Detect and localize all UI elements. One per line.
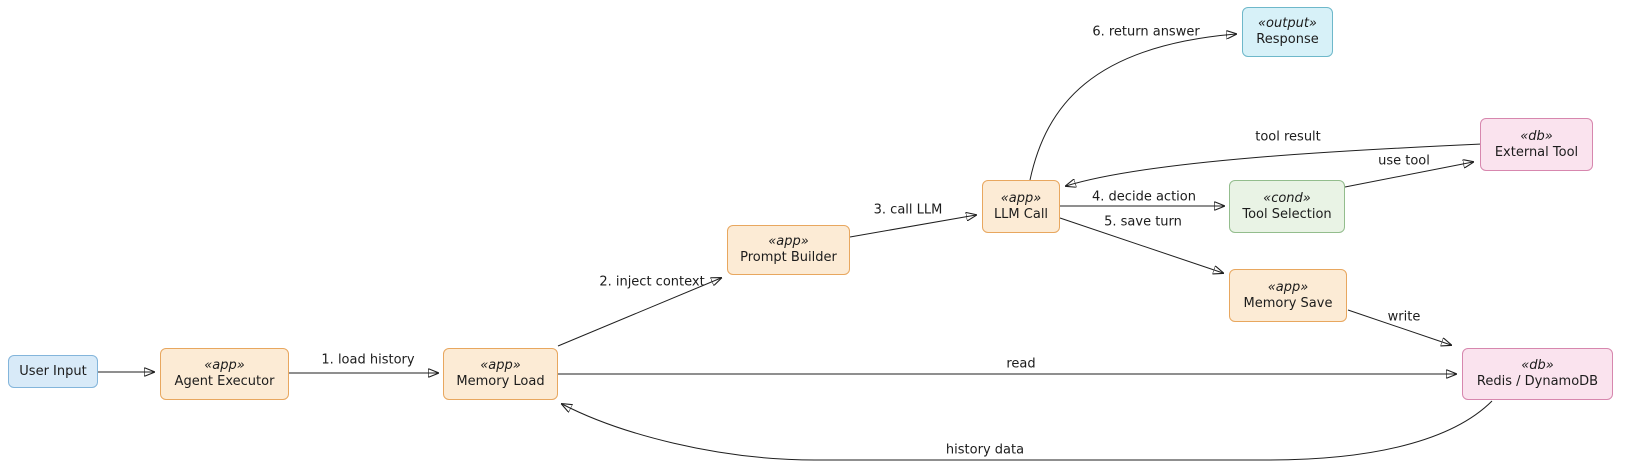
edge-label-call-llm: 3. call LLM	[873, 202, 943, 218]
node-label: Memory Save	[1243, 295, 1333, 311]
node-label: External Tool	[1494, 144, 1579, 160]
node-label: Tool Selection	[1242, 206, 1332, 222]
edge-label-inject-context: 2. inject context	[599, 274, 705, 290]
node-label: Prompt Builder	[740, 250, 837, 265]
node-label: Agent Executor	[174, 374, 275, 389]
node-stereotype: «cond»	[1263, 190, 1311, 206]
node-stereotype: «output»	[1258, 16, 1317, 31]
edge-history-data	[562, 400, 1493, 461]
edge-inject-context	[557, 278, 721, 347]
node-user-input: User Input	[8, 355, 98, 388]
node-label: Redis / DynamoDB	[1476, 374, 1599, 389]
edge-return-answer	[1029, 34, 1236, 181]
node-memory-load: «app» Memory Load	[443, 348, 558, 400]
node-stereotype: «app»	[480, 358, 521, 373]
node-label: User Input	[19, 363, 87, 379]
edge-label-history-data: history data	[945, 442, 1025, 458]
node-stereotype: «app»	[204, 358, 245, 373]
node-stereotype: «db»	[1520, 128, 1553, 144]
node-stereotype: «app»	[1000, 190, 1042, 206]
edge-label-read: read	[1006, 356, 1036, 372]
node-external-tool: «db» External Tool	[1480, 118, 1593, 171]
edge-label-decide-action: 4. decide action	[1092, 189, 1196, 205]
node-label: Response	[1256, 32, 1319, 47]
node-llm-call: «app» LLM Call	[982, 180, 1060, 233]
node-tool-selection: «cond» Tool Selection	[1229, 180, 1345, 233]
node-redis-dynamodb: «db» Redis / DynamoDB	[1462, 348, 1613, 400]
edge-call-llm	[849, 215, 976, 238]
edge-write	[1347, 309, 1451, 345]
edge-save-turn	[1059, 217, 1223, 273]
node-label: Memory Load	[456, 374, 545, 389]
node-prompt-builder: «app» Prompt Builder	[727, 225, 850, 275]
edge-label-load-history: 1. load history	[321, 352, 415, 368]
edge-use-tool	[1344, 162, 1473, 188]
node-stereotype: «db»	[1521, 358, 1554, 373]
node-memory-save: «app» Memory Save	[1229, 269, 1347, 322]
edge-label-use-tool: use tool	[1378, 153, 1430, 169]
edge-label-return-answer: 6. return answer	[1092, 24, 1200, 40]
edge-label-tool-result: tool result	[1255, 129, 1321, 145]
edge-tool-result	[1066, 143, 1483, 186]
edge-label-save-turn: 5. save turn	[1104, 214, 1182, 230]
node-response: «output» Response	[1242, 7, 1333, 57]
node-agent-executor: «app» Agent Executor	[160, 348, 289, 400]
node-label: LLM Call	[993, 206, 1049, 222]
node-stereotype: «app»	[1267, 279, 1309, 295]
node-stereotype: «app»	[768, 234, 809, 249]
edge-label-write: write	[1387, 309, 1421, 325]
